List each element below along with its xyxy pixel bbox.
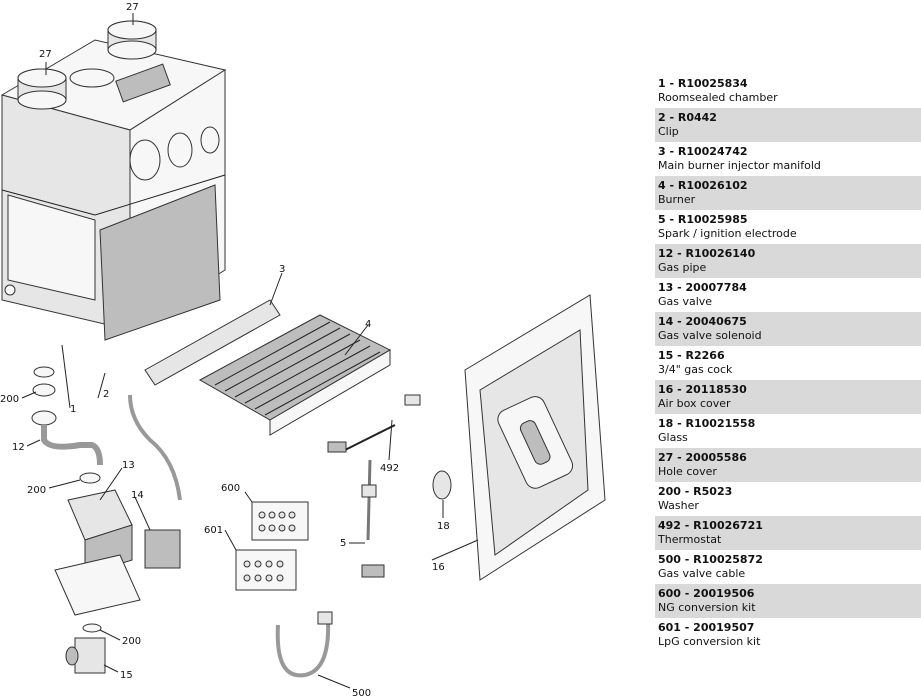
part-code: 15 - R2266: [658, 349, 725, 362]
part-code: 3 - R10024742: [658, 145, 748, 158]
callout-200b: 200: [27, 485, 46, 496]
callout-27a: 27: [39, 49, 52, 60]
part-code: 492 - R10026721: [658, 519, 763, 532]
callout-12: 12: [12, 442, 25, 453]
part-description: NG conversion kit: [658, 601, 756, 614]
part-code: 200 - R5023: [658, 485, 733, 498]
part-code: 4 - R10026102: [658, 179, 748, 192]
callout-492: 492: [380, 463, 399, 474]
gas-train-drawing: [31, 366, 182, 674]
exploded-parts-diagram: 27 27 3 4 200 1 2 12 13 14 200 600 601 5…: [0, 2, 606, 699]
callout-4: 4: [365, 319, 371, 330]
part-description: Gas valve solenoid: [658, 329, 762, 342]
part-description: Spark / ignition electrode: [658, 227, 797, 240]
callout-600: 600: [221, 483, 240, 494]
part-description: Thermostat: [658, 533, 722, 546]
callout-3: 3: [279, 264, 285, 275]
burner-assembly-drawing: [144, 299, 392, 436]
part-code: 16 - 20118530: [658, 383, 747, 396]
conversion-kits-drawing: [235, 501, 309, 591]
callout-27b: 27: [126, 2, 139, 13]
part-description: Burner: [658, 193, 696, 206]
callout-16: 16: [432, 562, 445, 573]
callout-200c: 200: [122, 636, 141, 647]
part-code: 2 - R0442: [658, 111, 717, 124]
callout-15: 15: [120, 670, 133, 681]
air-box-cover-drawing: [432, 294, 606, 581]
part-description: Glass: [658, 431, 688, 444]
part-description: Air box cover: [658, 397, 731, 410]
part-code: 5 - R10025985: [658, 213, 748, 226]
part-description: Roomsealed chamber: [658, 91, 778, 104]
part-description: Washer: [658, 499, 699, 512]
part-code: 14 - 20040675: [658, 315, 747, 328]
callout-601: 601: [204, 525, 223, 536]
part-description: Main burner injector manifold: [658, 159, 821, 172]
part-code: 601 - 20019507: [658, 621, 755, 634]
part-description: Gas pipe: [658, 261, 707, 274]
part-description: Gas valve cable: [658, 567, 746, 580]
callout-1: 1: [70, 404, 76, 415]
callout-500: 500: [352, 688, 371, 699]
part-code: 13 - 20007784: [658, 281, 747, 294]
part-code: 12 - R10026140: [658, 247, 756, 260]
callout-2: 2: [103, 389, 109, 400]
part-description: LpG conversion kit: [658, 635, 761, 648]
part-description: Clip: [658, 125, 679, 138]
roomsealed-chamber-drawing: [0, 39, 227, 341]
part-description: Hole cover: [658, 465, 717, 478]
part-code: 27 - 20005586: [658, 451, 747, 464]
leader-lines: [21, 13, 479, 689]
part-code: 18 - R10021558: [658, 417, 756, 430]
electrode-thermostat-cable-drawing: [275, 394, 421, 678]
callout-200a: 200: [0, 394, 19, 405]
hole-cover-drawing: [17, 20, 157, 110]
part-description: Gas valve: [658, 295, 713, 308]
part-code: 1 - R10025834: [658, 77, 748, 90]
callout-13: 13: [122, 460, 135, 471]
callout-14: 14: [131, 490, 144, 501]
part-description: 3/4" gas cock: [658, 363, 733, 376]
callout-5: 5: [340, 538, 346, 549]
part-code: 500 - R10025872: [658, 553, 763, 566]
callout-18: 18: [437, 521, 450, 532]
part-code: 600 - 20019506: [658, 587, 755, 600]
